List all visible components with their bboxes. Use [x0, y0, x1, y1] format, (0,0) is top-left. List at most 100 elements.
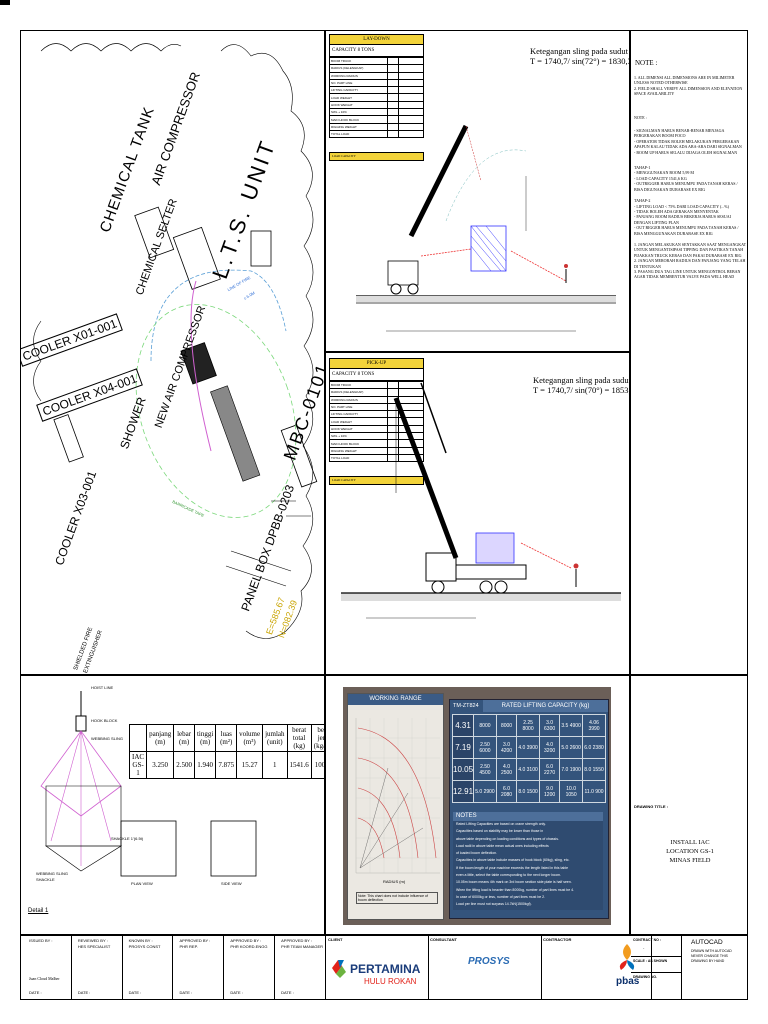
contractor-label: CONTRACTOR — [543, 937, 572, 942]
gs-cell: 1 — [262, 751, 288, 779]
rlc-cell: 6.0 2270 — [538, 758, 561, 781]
autocad-label: AUTOCAD — [691, 939, 723, 946]
sign-date: DATE : — [281, 990, 294, 995]
rlc-cell: 2.25 8000 — [516, 714, 540, 737]
note-item: - OUTRIGGER HARUS MENUMPU PADA TANAH KER… — [634, 181, 738, 192]
tahap1-label: TAHAP-1 — [634, 165, 651, 171]
drawing-title-line: LOCATION GS-1 — [666, 848, 714, 855]
laydown-header: LAY-DOWN — [329, 34, 424, 45]
issuer-name: Juan Cloud Malher — [29, 976, 60, 981]
laydown-panel: LAY-DOWN CAPACITY 8 TONS BOOM TRUCK RADI… — [325, 30, 630, 352]
rlc-cell: 3.0 6300 — [538, 714, 561, 737]
gs-header: panjang (m) — [146, 724, 175, 752]
chart-note-box: Note: This chart does not include influe… — [356, 892, 438, 904]
contract-no-value: - — [643, 945, 645, 950]
notes-body: 1. ALL DIMENSI ALL DIMENSIONS ARE IN MIL… — [634, 75, 746, 280]
gs-header: luas (m²) — [215, 724, 238, 752]
contractor-box: CONTRACTOR pbas — [541, 936, 652, 999]
detail-label-2: WEBBING SLING — [91, 736, 124, 741]
gs-dimension-table: panjang (m) lebar (m) tinggi (m) luas (m… — [128, 724, 324, 779]
tahap2-label: TAHAP-2 — [634, 198, 651, 204]
sign-role: PHR KOORD.ENGG — [230, 944, 268, 949]
gs-cell: 100.95 — [310, 751, 324, 779]
gs-header — [128, 724, 148, 752]
detail-title: Detail 1 — [28, 908, 49, 914]
note-final: 3. PASANG DUA TAG LINE UNTUK MENGONTROL … — [634, 268, 741, 280]
rlc-boom: 7.19 — [451, 736, 475, 759]
pickup-capacity: CAPACITY 8 TONS — [329, 369, 424, 381]
rlc-cell: 4.0 3900 — [516, 736, 540, 759]
detail-label-4: WEBBING SLING — [36, 871, 69, 876]
gs-header: tinggi (m) — [193, 724, 217, 752]
autocad-note: NEVER CHANGE THIS — [691, 954, 728, 958]
gs-cell: 1.940 — [193, 751, 217, 779]
corner-mark — [0, 0, 10, 5]
rlc-cell: 8000 — [473, 714, 497, 737]
capacity-chart-photo: WORKING RANGE RADIUS (m) Note: — [343, 687, 611, 925]
rlc-notes-title: NOTES — [453, 812, 603, 821]
title-block: ISSUED BY : Juan Cloud Malher DATE : REV… — [20, 935, 748, 1000]
working-range-card: WORKING RANGE RADIUS (m) Note: — [347, 693, 444, 920]
drawing-title-line: MINAS FIELD — [669, 857, 711, 864]
gs-cell: 7.875 — [215, 751, 238, 779]
gs-header: jumlah (unit) — [262, 724, 288, 752]
sign-col-5: APPROVED BY : PHR KOORD.ENGG DATE : — [224, 936, 276, 999]
gs-header: volume (m³) — [236, 724, 264, 752]
detail-label-5: SHACKLE — [36, 877, 55, 882]
drawing-title-panel: DRAWING TITLE : INSTALL IAC LOCATION GS-… — [630, 675, 748, 935]
rlc-cell: 3.0 4200 — [495, 736, 518, 759]
pertamina-logo-icon — [332, 960, 346, 978]
contract-no-label: CONTRACT NO : — [633, 938, 661, 942]
consultant-label: CONSULTANT — [430, 937, 457, 942]
rlc-note-line: In case of 6000kg or less, number of par… — [456, 894, 546, 899]
gs-cell: 1541.6 — [286, 751, 312, 779]
note-item: - LIFTING LOAD < 75% DARI LOAD CAPACITY … — [634, 203, 729, 209]
rlc-note-line: If the boom length of your machine excee… — [456, 865, 569, 870]
rlc-table: 4.31 8000 8000 2.25 8000 3.0 6300 3.5 49… — [451, 714, 606, 803]
pickup-formula-title: Ketegangan sling pada sudut 70° — [533, 375, 630, 385]
rlc-note-line: even a little, select the table correspo… — [456, 873, 562, 878]
note-item: - OPERATOR TIDAK BOLEH MELAKUKAN PERGERA… — [634, 138, 742, 150]
client-label: CLIENT — [328, 937, 343, 942]
note-sub-label: NOTE : — [634, 114, 647, 120]
pickup-rows: BOOM TRUCK RADIUS (KELENGKAP) WORKING RA… — [329, 380, 424, 463]
note-item: - OUT RIGGER HARUS MENUMPU PADA TANAH KE… — [634, 225, 739, 236]
rlc-note-line: Load per line must not surpass 14.7kN(15… — [456, 902, 532, 907]
pickup-crane-drawing — [341, 382, 621, 619]
rlc-note-line: Capacities based on stability may be low… — [456, 829, 544, 834]
note-item: - PANJANG BOOM RADIUS BEKERJA HARUS SESU… — [634, 214, 731, 225]
rlc-cell: 4.0 2500 — [495, 758, 518, 781]
detail-label-1: HOOK BLOCK — [91, 718, 118, 723]
rlc-note-line: When the lifting load is heavier than 80… — [456, 887, 575, 892]
gs-header: lebar (m) — [173, 724, 195, 752]
sign-date: DATE : — [29, 990, 42, 995]
rlc-boom: 10.05 — [451, 758, 475, 781]
gs-cell: IAC GS-1 — [128, 751, 148, 779]
rlc-note-line: above table depending on loading conditi… — [456, 836, 559, 841]
note-item: - MENGGUNAKAN BOOM 5,99 M — [634, 170, 694, 176]
note-item: - BOOM UP HARUS SELALU DIJAGA OLEH SIGNA… — [634, 149, 738, 155]
plan-view-label: PLAN VIEW — [131, 881, 153, 886]
gs-cell: 15.27 — [236, 751, 264, 779]
gs-header: berat jenis (kg/m³) — [310, 724, 324, 752]
note-general: 2. FIELD SHALL VERIFY ALL DIMENSION AND … — [634, 85, 743, 97]
rlc-note-line: Capacities in above table include masses… — [456, 858, 570, 863]
pickup-footer: LOAD CAPACITY — [329, 476, 424, 486]
rlc-title: RATED LIFTING CAPACITY (kg) — [483, 700, 608, 712]
working-range-diagram — [355, 718, 440, 874]
side-view-label: SIDE VIEW — [221, 881, 242, 886]
layout-plan-drawing — [33, 43, 318, 639]
autocad-box: AUTOCAD DRAWN WITH AUTOCAD NEVER CHANGE … — [681, 936, 747, 972]
pbas-logo-icon — [619, 944, 635, 970]
pertamina-wordmark: PERTAMINA — [350, 962, 421, 976]
sign-top: APPROVED BY : — [281, 938, 312, 943]
rlc-boom: 4.31 — [451, 714, 475, 737]
rlc-cell: 10.0 1050 — [559, 780, 584, 803]
laydown-formula: T = 1740,7/ sin(72°) = 1830,38 Kg — [530, 56, 629, 66]
rlc-cell: 7.0 1900 — [559, 758, 584, 781]
footer-label: LOAD CAPACITY — [332, 154, 356, 159]
rlc-cell: 9.0 1200 — [538, 780, 561, 803]
laydown-rows: BOOM TRUCK RADIUS (KELENGKAP) WORKING RA… — [329, 56, 424, 139]
drawing-title-line: INSTALL IAC — [670, 839, 710, 846]
rlc-cell: 3.5 4900 — [559, 714, 584, 737]
